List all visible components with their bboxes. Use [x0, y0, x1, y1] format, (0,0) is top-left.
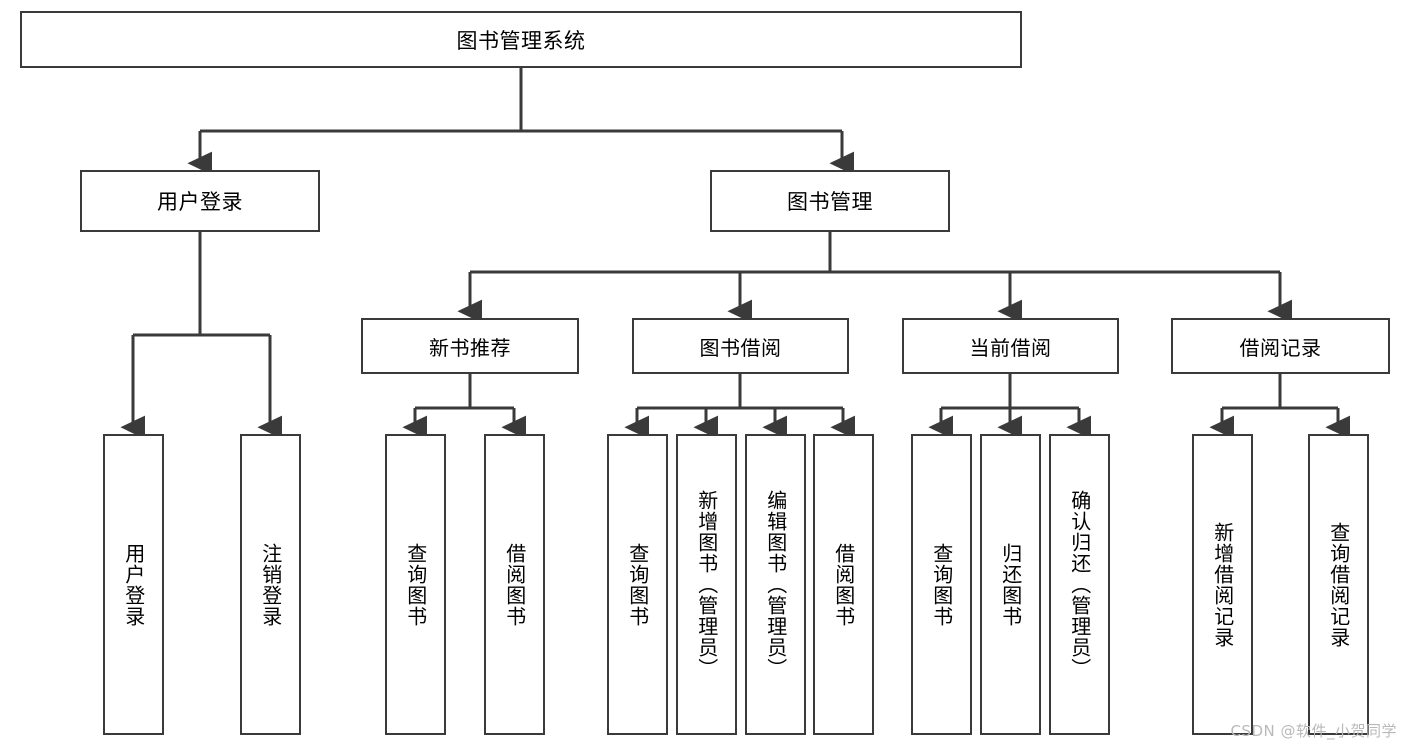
node-label: 新增图书（管理员）: [694, 490, 719, 679]
node-label: 确认归还（管理员）: [1067, 490, 1092, 679]
node-label: 编辑图书（管理员）: [763, 490, 788, 679]
node-label: 查询图书: [403, 542, 428, 627]
leaf-borrow-query-book[interactable]: 查询图书: [607, 434, 668, 735]
leaf-recommend-borrow-book[interactable]: 借阅图书: [484, 434, 545, 735]
node-label: 新增借阅记录: [1210, 521, 1235, 648]
node-label: 查询图书: [625, 542, 650, 627]
leaf-borrow-borrow-book[interactable]: 借阅图书: [813, 434, 874, 735]
leaf-user-logout[interactable]: 注销登录: [240, 434, 301, 735]
leaf-recommend-query-book[interactable]: 查询图书: [385, 434, 446, 735]
node-label: 查询借阅记录: [1326, 521, 1351, 648]
node-label: 当前借阅: [969, 335, 1052, 360]
node-user-login[interactable]: 用户登录: [80, 170, 320, 232]
node-label: 用户登录: [157, 190, 243, 214]
leaf-current-query-book[interactable]: 查询图书: [911, 434, 972, 735]
node-label: 归还图书: [998, 542, 1023, 627]
csdn-watermark: CSDN @软件_小贺同学: [1230, 722, 1397, 740]
node-label: 用户登录: [121, 542, 146, 627]
leaf-borrow-add-book-admin[interactable]: 新增图书（管理员）: [676, 434, 737, 735]
node-label: 借阅图书: [831, 542, 856, 627]
node-label: 借阅记录: [1239, 335, 1322, 360]
leaf-record-query-borrow-record[interactable]: 查询借阅记录: [1308, 434, 1369, 735]
node-book-borrow[interactable]: 图书借阅: [632, 318, 849, 374]
node-label: 借阅图书: [502, 542, 527, 627]
node-book-management-system[interactable]: 图书管理系统: [20, 11, 1022, 68]
node-label: 图书借阅: [699, 335, 782, 360]
node-new-book-recommend[interactable]: 新书推荐: [361, 318, 579, 374]
node-current-borrow[interactable]: 当前借阅: [902, 318, 1119, 374]
node-label: 新书推荐: [429, 335, 511, 360]
leaf-record-add-borrow-record[interactable]: 新增借阅记录: [1192, 434, 1253, 735]
node-book-management[interactable]: 图书管理: [710, 170, 950, 232]
leaf-current-return-book[interactable]: 归还图书: [980, 434, 1041, 735]
node-label: 注销登录: [258, 542, 283, 627]
leaf-borrow-edit-book-admin[interactable]: 编辑图书（管理员）: [745, 434, 806, 735]
node-label: 图书管理: [787, 190, 873, 214]
node-label: 图书管理系统: [456, 28, 586, 53]
node-label: 查询图书: [929, 542, 954, 627]
leaf-current-confirm-return-admin[interactable]: 确认归还（管理员）: [1049, 434, 1110, 735]
node-borrow-record[interactable]: 借阅记录: [1171, 318, 1390, 374]
leaf-user-login[interactable]: 用户登录: [103, 434, 164, 735]
